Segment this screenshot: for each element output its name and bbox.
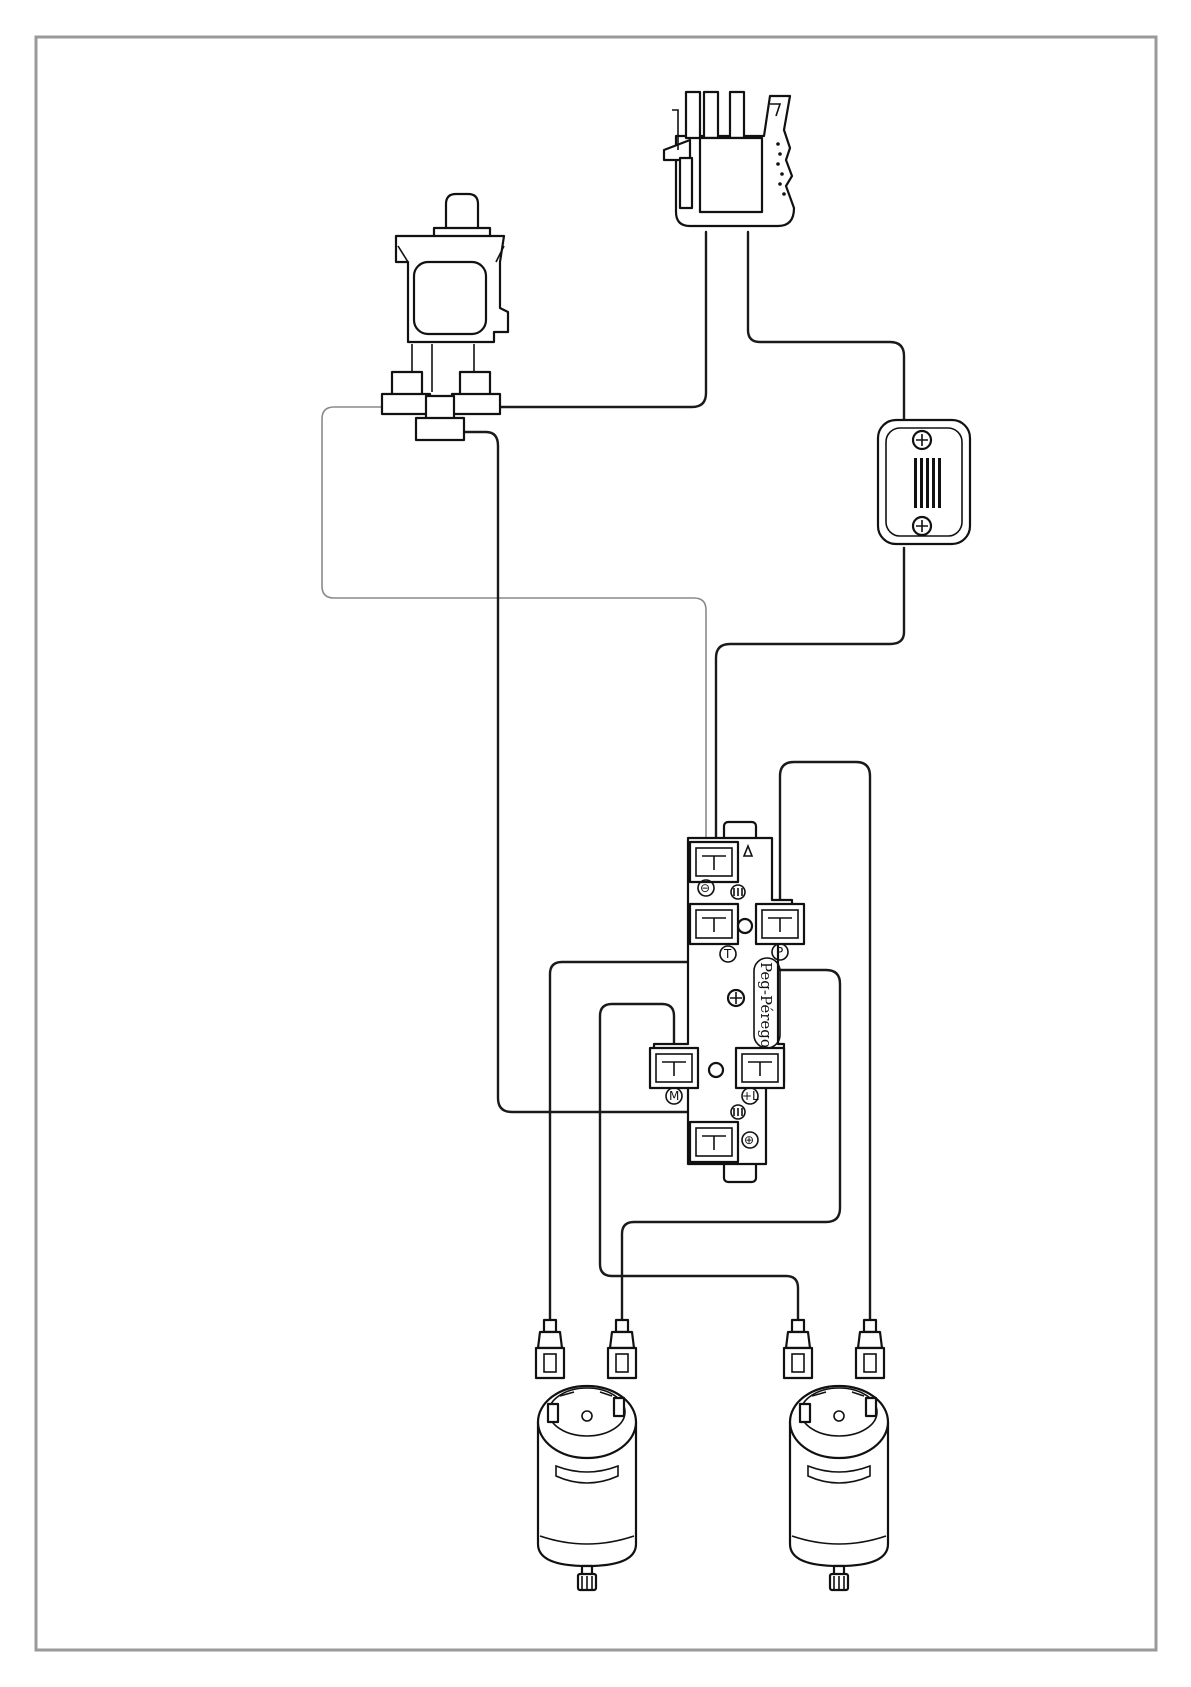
spade-connectors — [536, 1320, 884, 1378]
hub-symbol-lower-right: +L — [742, 1089, 759, 1103]
switch-terminal-right — [460, 372, 490, 396]
wire-switch-left-to-hub — [322, 407, 706, 850]
switch-terminal-center — [426, 396, 454, 420]
hub-socket-lower-right — [736, 1048, 784, 1088]
motor-right — [790, 1386, 888, 1590]
hub-socket-bottom — [690, 1122, 738, 1162]
hub-socket-middle-left — [690, 904, 738, 944]
hub-socket-middle-right — [756, 904, 804, 944]
wire-hub-to-motor-b-right — [780, 762, 870, 1320]
fuse-holder — [878, 420, 970, 544]
wire-plug-to-fuse — [748, 232, 904, 420]
hub-symbol-middle-right: P — [776, 945, 783, 959]
hub-brand-label: Peg-Pérego — [757, 962, 775, 1048]
spade-connector-3 — [784, 1320, 812, 1378]
spade-connector-4 — [856, 1320, 884, 1378]
spade-connector-1 — [536, 1320, 564, 1378]
wire-fuse-to-hub — [716, 548, 904, 850]
charger-socket — [664, 92, 794, 226]
hub-symbol-lower-left: M — [669, 1089, 679, 1103]
spade-connector-2 — [608, 1320, 636, 1378]
hub-socket-top-left — [690, 842, 738, 882]
motor-left — [538, 1386, 636, 1590]
hub-symbol-bottom: ⊕ — [744, 1133, 754, 1147]
wire-switch-right-to-plug — [500, 232, 706, 407]
switch-terminal-left — [392, 372, 422, 396]
hub-symbol-middle-left: T — [723, 947, 732, 961]
hub-symbol-top-left: ⊖ — [700, 881, 710, 895]
hub-socket-lower-left — [650, 1048, 698, 1088]
rocker-switch — [382, 194, 508, 440]
